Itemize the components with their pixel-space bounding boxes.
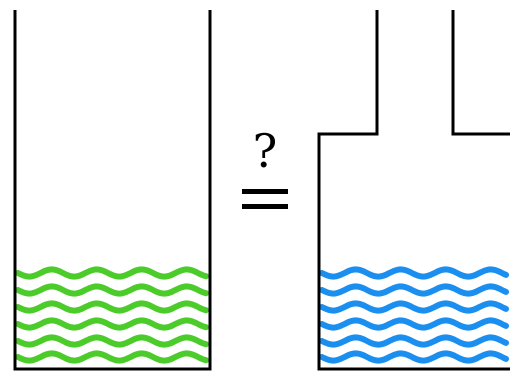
right-liquid-wave-6 (319, 350, 509, 364)
right-container-neck-right (451, 10, 510, 136)
right-liquid-wave-5 (319, 334, 509, 348)
equals-sign-bottom-bar (242, 204, 288, 209)
right-liquid-wave-2 (319, 283, 509, 297)
left-liquid-wave-4 (15, 317, 209, 331)
right-container-outline (317, 10, 510, 371)
equals-sign-top-bar (242, 189, 288, 194)
left-liquid-wave-1 (15, 266, 209, 280)
left-liquid-wave-6 (15, 350, 209, 364)
right-liquid (319, 266, 509, 364)
left-liquid-wave-5 (15, 334, 209, 348)
left-liquid (15, 266, 209, 364)
right-liquid-wave-1 (319, 266, 509, 280)
right-liquid-wave-3 (319, 300, 509, 314)
left-liquid-wave-3 (15, 300, 209, 314)
left-container-outline (13, 10, 212, 371)
right-liquid-wave-4 (319, 317, 509, 331)
left-liquid-wave-2 (15, 283, 209, 297)
question-mark: ? (252, 124, 278, 178)
